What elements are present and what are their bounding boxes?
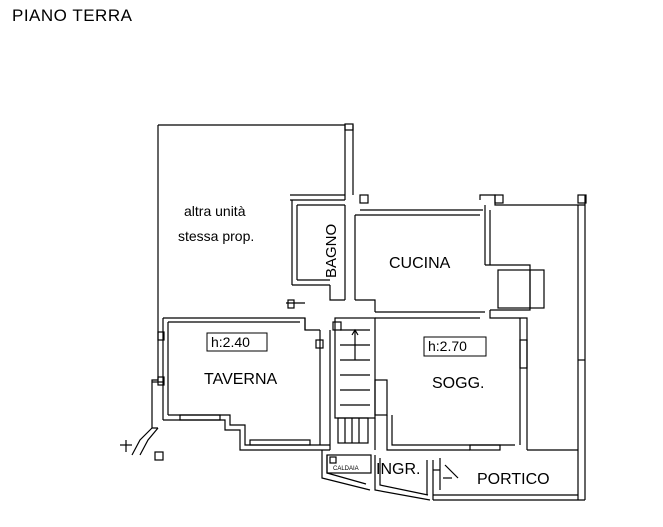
room-label-taverna: TAVERNA (204, 371, 278, 388)
height-box-soggiorno: h:2.70 (423, 336, 487, 357)
room-label-caldaia: CALDAIA (333, 466, 359, 472)
floor-title: PIANO TERRA (12, 6, 133, 25)
room-label-cucina: CUCINA (389, 255, 451, 272)
room-label-ingresso: INGR. (376, 461, 420, 478)
neighbor-label-line2: stessa prop. (178, 228, 254, 244)
height-box-taverna: h:2.40 (206, 332, 268, 352)
room-label-bagno: BAGNO (323, 224, 340, 278)
walls (120, 123, 587, 501)
height-label-taverna: h:2.40 (211, 334, 250, 350)
room-label-portico: PORTICO (477, 471, 550, 488)
height-label-soggiorno: h:2.70 (428, 338, 467, 354)
neighbor-label-line1: altra unità (184, 203, 246, 219)
room-label-soggiorno: SOGG. (432, 375, 484, 392)
